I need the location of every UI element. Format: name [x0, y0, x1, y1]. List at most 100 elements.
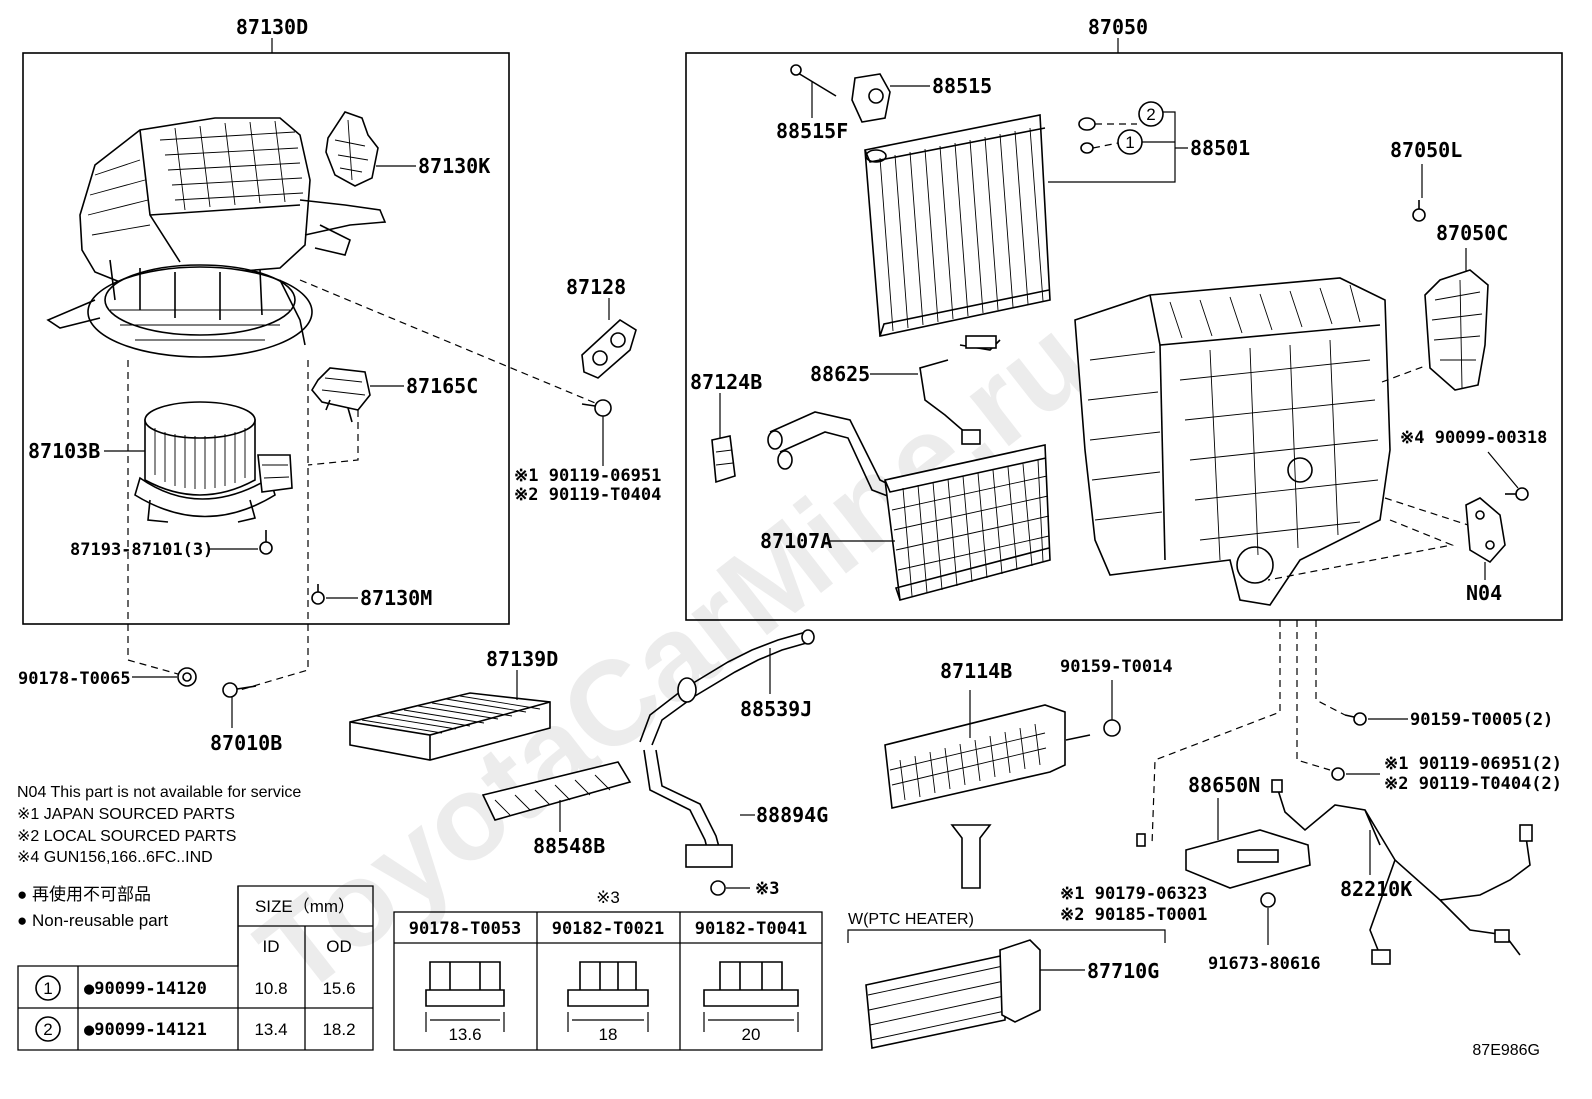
evaporator-88501-drawing [864, 114, 1137, 337]
label-note3-ref: ※3 [755, 879, 779, 899]
blower-motor-87103b-drawing [104, 401, 293, 523]
label-91673-80616: 91673-80616 [1208, 954, 1321, 974]
label-88650n: 88650N [1188, 773, 1260, 797]
left-assembly-label: 87130D [236, 15, 308, 39]
nut-col2-part: 90182-T0021 [552, 919, 665, 939]
row1-od: 15.6 [322, 979, 355, 998]
nut-col1-size: 13.6 [448, 1025, 481, 1044]
row1-id: 10.8 [254, 979, 287, 998]
label-87128: 87128 [566, 275, 626, 299]
actuator-87050c-drawing [1424, 248, 1489, 391]
col-od: OD [326, 937, 352, 956]
screw-87193-drawing [210, 530, 273, 555]
label-90119-t0404: ※2 90119-T0404 [514, 485, 661, 505]
label-88501: 88501 [1190, 136, 1250, 160]
seal-marker-2-text: 2 [1146, 105, 1155, 124]
note-4: ※4 GUN156,166..6FC..IND [17, 849, 213, 866]
label-88515f: 88515F [776, 119, 848, 143]
nut-col3-size: 20 [742, 1025, 761, 1044]
label-90179-06323: ※1 90179-06323 [1060, 884, 1207, 904]
nut-col1-part: 90178-T0053 [409, 919, 522, 939]
label-88539j: 88539J [740, 697, 812, 721]
screw-90119-06951-2-drawing [1331, 767, 1380, 781]
label-88548b: 88548B [533, 834, 605, 858]
legend-japanese: ● 再使用不可部品 [17, 884, 151, 904]
right-assembly-box [685, 52, 1563, 621]
label-88515: 88515 [932, 74, 992, 98]
label-88625: 88625 [810, 362, 870, 386]
label-90185-t0001: ※2 90185-T0001 [1060, 905, 1207, 925]
bolt-90159-t0005-drawing [1344, 712, 1408, 726]
clip-87130m-drawing [311, 584, 358, 605]
nut-col3-part: 90182-T0041 [695, 919, 808, 939]
heater-case-drawing [1074, 277, 1391, 606]
label-87130k: 87130K [418, 154, 490, 178]
diagram-code: 87E986G [1472, 1042, 1540, 1059]
ptc-heater-87114b-drawing [884, 680, 1121, 889]
label-87130m: 87130M [360, 586, 432, 610]
row1-part: ●90099-14120 [84, 979, 207, 999]
label-87193: 87193-87101(3) [70, 540, 213, 560]
label-90159-t0014: 90159-T0014 [1060, 657, 1173, 677]
filter-87139d-drawing [349, 670, 551, 761]
row2-id: 13.4 [254, 1020, 287, 1039]
ptc-heater-87710g-drawing [865, 939, 1085, 1049]
nut-col2-size: 18 [599, 1025, 618, 1044]
left-assembly-box [22, 52, 510, 625]
grommet-87128-drawing [581, 298, 637, 379]
clip-87124b-drawing [711, 393, 736, 484]
label-87107a: 87107A [760, 529, 832, 553]
right-assembly-label: 87050 [1088, 15, 1148, 39]
module-88650n-drawing [1136, 798, 1311, 945]
note-n04: N04 This part is not available for servi… [17, 784, 301, 801]
note-2: ※2 LOCAL SOURCED PARTS [17, 828, 236, 845]
size-header: SIZE（mm） [255, 897, 355, 916]
row2-od: 18.2 [322, 1020, 355, 1039]
label-87710g: 87710G [1087, 959, 1159, 983]
label-87114b: 87114B [940, 659, 1012, 683]
label-87050l: 87050L [1390, 138, 1462, 162]
seal-88548b-drawing [481, 761, 632, 832]
seal-marker-1-text: 1 [1125, 133, 1134, 152]
col-id: ID [263, 937, 280, 956]
drain-88894g-drawing [643, 749, 755, 896]
row1-mark: 1 [43, 979, 52, 998]
row2-mark: 2 [43, 1020, 52, 1039]
legend-english: ● Non-reusable part [17, 911, 168, 930]
label-90119-06951: ※1 90119-06951 [514, 466, 661, 486]
bolt-90099-00318-drawing [1487, 451, 1529, 501]
blower-housing-drawing [46, 117, 387, 358]
seal-marker-2 [1138, 101, 1164, 127]
harness-82210k-drawing [1271, 779, 1533, 965]
resistor-87165c-drawing [311, 367, 404, 423]
label-87103b: 87103B [28, 439, 100, 463]
bracket-n04-drawing [1465, 497, 1506, 580]
bolt-88515f-drawing [790, 64, 837, 118]
label-90178-t0065: 90178-T0065 [18, 669, 131, 689]
label-90159-t0005: 90159-T0005(2) [1410, 710, 1553, 730]
screw-87050l-drawing [1412, 164, 1426, 222]
screw-90119-06951-drawing [581, 399, 612, 466]
label-n04: N04 [1466, 581, 1502, 605]
nut-table-note: ※3 [596, 888, 620, 907]
label-82210k: 82210K [1340, 877, 1412, 901]
row2-part: ●90099-14121 [84, 1020, 207, 1040]
label-87010b: 87010B [210, 731, 282, 755]
heater-core-87107a-drawing [767, 411, 1051, 602]
label-87050c: 87050C [1436, 221, 1508, 245]
actuator-87130k-drawing [325, 111, 416, 187]
washer-90178-t0065-drawing [132, 667, 197, 687]
note-1: ※1 JAPAN SOURCED PARTS [17, 806, 235, 823]
ptc-heater-variant-label: W(PTC HEATER) [848, 911, 974, 928]
label-90119-t0404-2: ※2 90119-T0404(2) [1384, 774, 1562, 794]
label-90119-06951-2: ※1 90119-06951(2) [1384, 754, 1562, 774]
label-87124b: 87124B [690, 370, 762, 394]
hose-88539j-drawing [639, 629, 815, 746]
label-90099-00318: ※4 90099-00318 [1400, 428, 1547, 448]
bolt-87010b-drawing [222, 682, 257, 728]
label-87139d: 87139D [486, 647, 558, 671]
label-88894g: 88894G [756, 803, 828, 827]
sensor-88625-drawing [870, 335, 1001, 445]
valve-88515-drawing [851, 73, 930, 123]
